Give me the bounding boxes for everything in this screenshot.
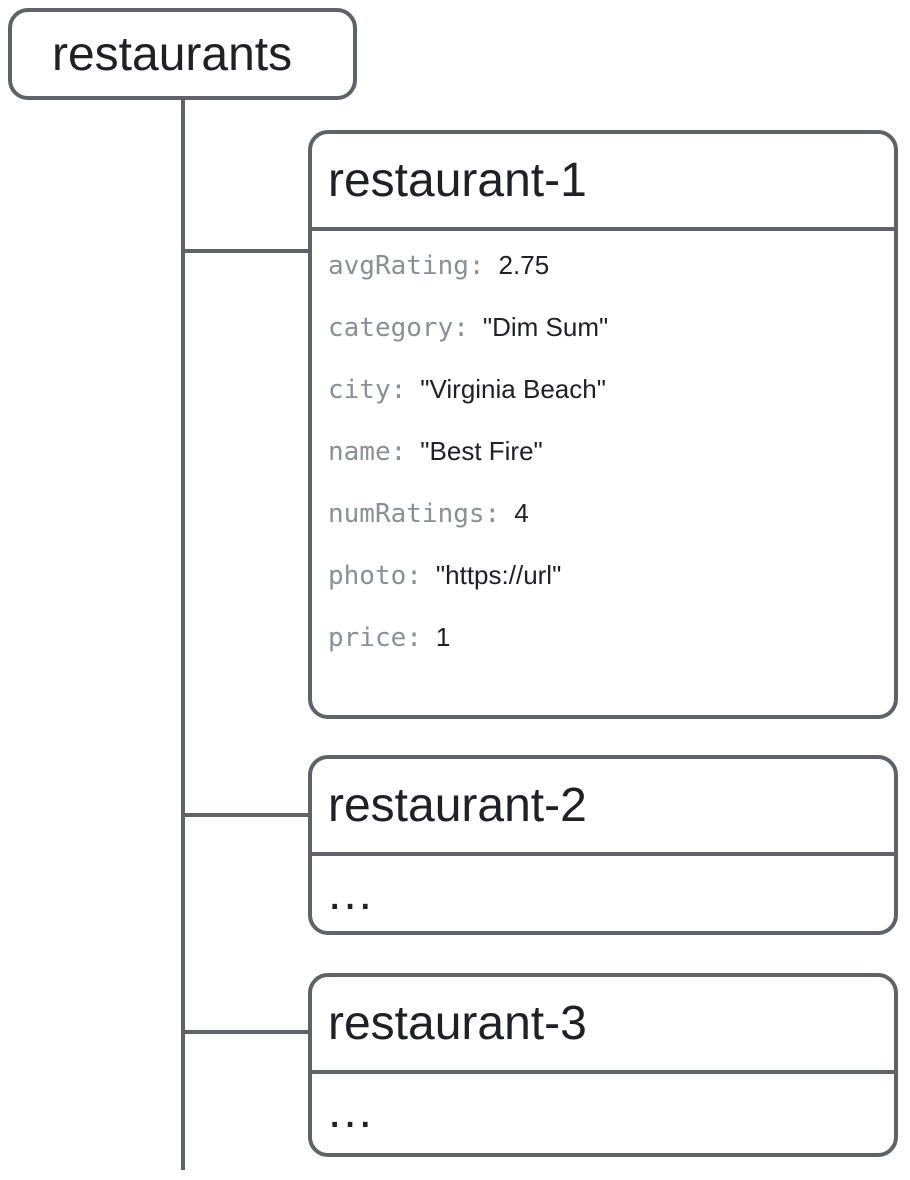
field-row: numRatings: 4: [328, 498, 878, 560]
connector-line-restaurant-3: [181, 1030, 310, 1034]
field-row: category: "Dim Sum": [328, 312, 878, 374]
field-key: city:: [328, 375, 407, 405]
field-value: 2.75: [498, 250, 550, 280]
document-title: restaurant-2: [312, 759, 894, 856]
document-title: restaurant-3: [312, 977, 894, 1074]
field-key: avgRating:: [328, 251, 485, 281]
field-value: "https://url": [435, 560, 562, 590]
collection-node-restaurants: restaurants: [8, 8, 357, 100]
field-key: numRatings:: [328, 499, 501, 529]
document-card-restaurant-3: restaurant-3 ...: [308, 973, 898, 1157]
document-fields: avgRating: 2.75 category: "Dim Sum" city…: [312, 231, 894, 684]
document-title: restaurant-1: [312, 134, 894, 231]
field-row: name: "Best Fire": [328, 436, 878, 498]
document-card-restaurant-2: restaurant-2 ...: [308, 755, 898, 935]
document-card-restaurant-1: restaurant-1 avgRating: 2.75 category: "…: [308, 130, 898, 719]
field-row: avgRating: 2.75: [328, 250, 878, 312]
connector-line-restaurant-1: [181, 249, 310, 253]
field-value: 4: [514, 498, 529, 528]
field-row: price: 1: [328, 622, 878, 684]
collection-label: restaurants: [52, 27, 293, 81]
collapsed-content-ellipsis: ...: [328, 867, 375, 920]
connector-line-restaurant-2: [181, 813, 310, 817]
tree-trunk-line: [181, 100, 185, 1170]
field-key: name:: [328, 437, 407, 467]
field-value: "Virginia Beach": [420, 374, 606, 404]
field-key: price:: [328, 623, 422, 653]
field-key: category:: [328, 313, 469, 343]
field-row: photo: "https://url": [328, 560, 878, 622]
collapsed-content-ellipsis: ...: [328, 1085, 375, 1138]
field-row: city: "Virginia Beach": [328, 374, 878, 436]
field-key: photo:: [328, 561, 422, 591]
field-value: 1: [435, 622, 451, 652]
field-value: "Best Fire": [420, 436, 543, 466]
field-value: "Dim Sum": [482, 312, 609, 342]
